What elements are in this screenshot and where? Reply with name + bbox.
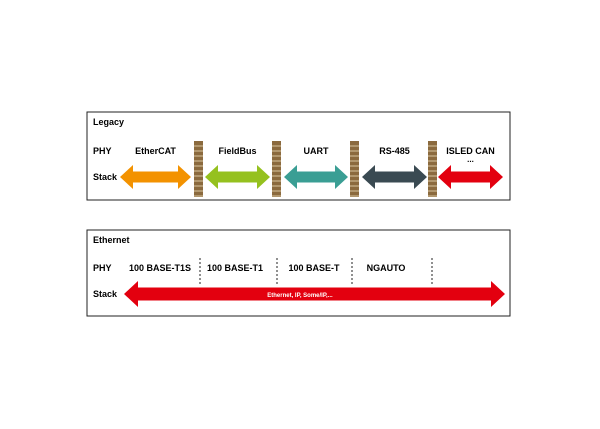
legacy-stack-label: Stack bbox=[93, 172, 118, 182]
protocol-arrow bbox=[205, 165, 270, 189]
stack-arrow bbox=[124, 281, 505, 307]
ethernet-stack: Ethernet, IP, Some/IP,... bbox=[124, 281, 505, 307]
brick-separator bbox=[272, 141, 281, 197]
legacy-panel-border bbox=[86, 111, 511, 201]
ethernet-phy-label: PHY bbox=[93, 263, 112, 273]
protocol-label: FieldBus bbox=[218, 146, 256, 156]
legacy-panel: Legacy PHY Stack EtherCAT FieldBus UART RS-… bbox=[86, 111, 511, 201]
phy-label: 100 BASE-T1S bbox=[129, 263, 191, 273]
ethernet-panel-border bbox=[86, 229, 511, 317]
phy-label: NGAUTO bbox=[367, 263, 406, 273]
brick-separator bbox=[428, 141, 437, 197]
protocol-arrow bbox=[284, 165, 348, 189]
brick-separator-body bbox=[194, 141, 203, 197]
protocol-label: RS-485 bbox=[379, 146, 410, 156]
phy-label: 100 BASE-T bbox=[288, 263, 340, 273]
legacy-protocols: EtherCAT FieldBus UART RS-485 ISLED CAN... bbox=[120, 141, 503, 197]
protocol-label: EtherCAT bbox=[135, 146, 176, 156]
protocol-arrow bbox=[120, 165, 191, 189]
ethernet-stack-label: Stack bbox=[93, 289, 118, 299]
stack-arrow-label: Ethernet, IP, Some/IP,... bbox=[267, 293, 333, 299]
brick-separator-body bbox=[350, 141, 359, 197]
protocol-sublabel: ... bbox=[467, 155, 474, 164]
legacy-phy-label: PHY bbox=[93, 146, 112, 156]
protocol-arrow bbox=[438, 165, 503, 189]
brick-separator bbox=[350, 141, 359, 197]
phy-label: 100 BASE-T1 bbox=[207, 263, 263, 273]
protocol-arrow bbox=[362, 165, 427, 189]
brick-separator bbox=[194, 141, 203, 197]
brick-separator-body bbox=[272, 141, 281, 197]
brick-separator-body bbox=[428, 141, 437, 197]
protocol-label: ISLED CAN bbox=[446, 146, 495, 156]
protocol-label: UART bbox=[304, 146, 329, 156]
ethernet-phys: 100 BASE-T1S 100 BASE-T1 100 BASE-T NGAUTO bbox=[129, 258, 433, 284]
ethernet-title: Ethernet bbox=[93, 235, 130, 245]
legacy-title: Legacy bbox=[93, 117, 124, 127]
